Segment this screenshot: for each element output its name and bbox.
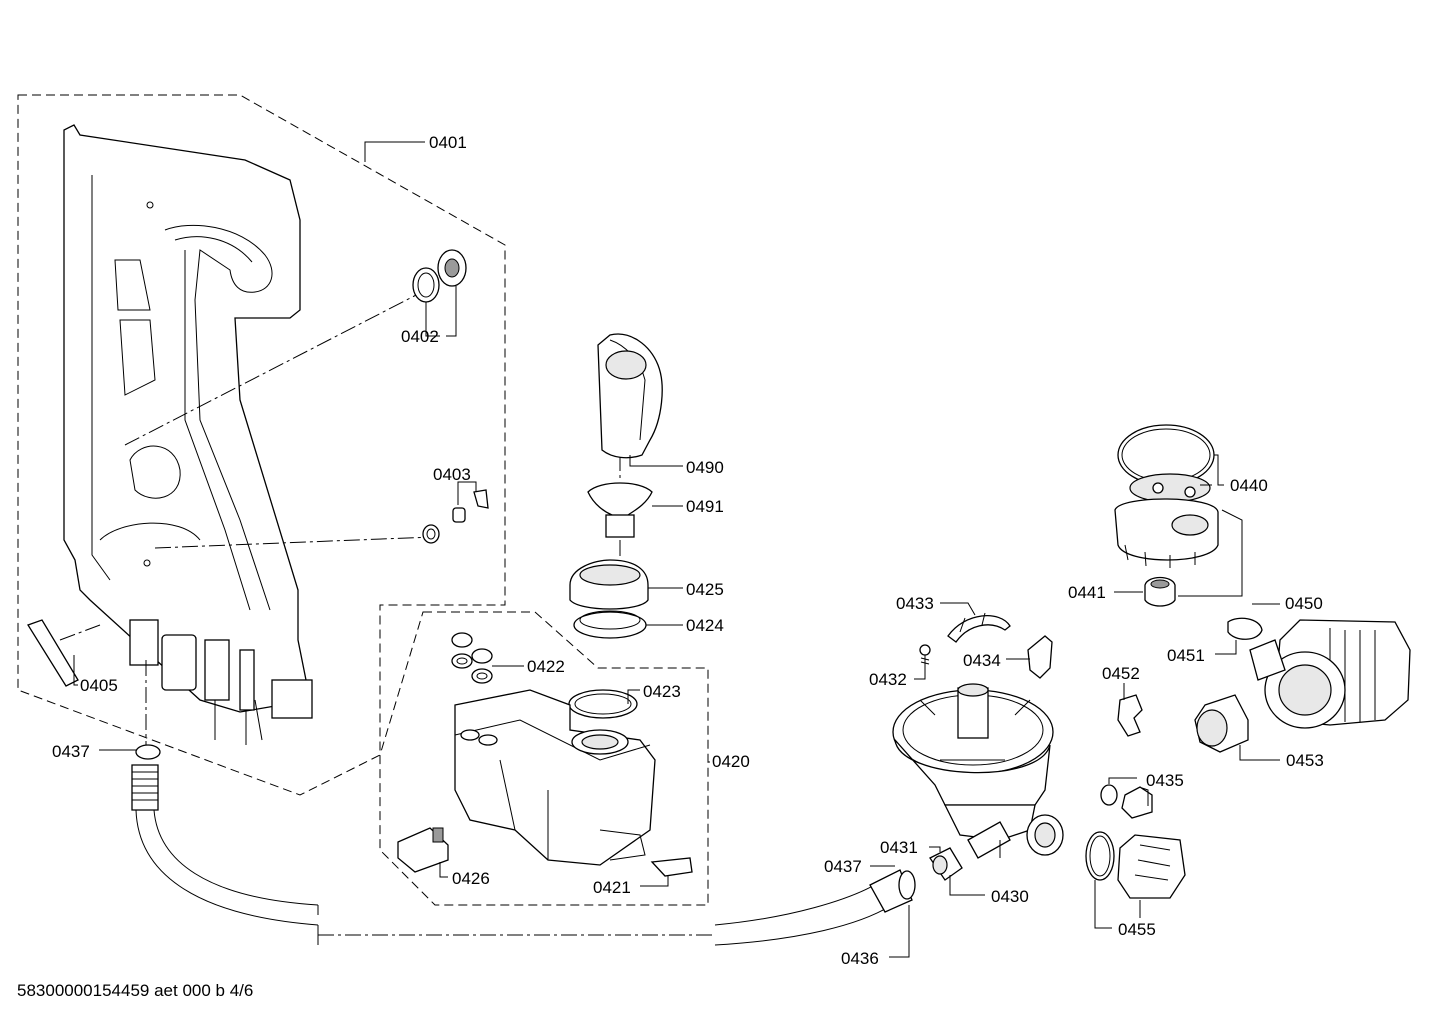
axis-line — [154, 536, 433, 549]
label-0451: 0451 — [1167, 646, 1205, 665]
label-0452: 0452 — [1102, 664, 1140, 683]
drain-hose-part — [131, 744, 319, 945]
label-0430: 0430 — [991, 887, 1029, 906]
label-0455: 0455 — [1118, 920, 1156, 939]
side-panel-part — [63, 124, 313, 745]
label-0420: 0420 — [712, 752, 750, 771]
heat-pump-top-part — [1114, 424, 1219, 568]
o-ring-part — [1100, 784, 1118, 806]
seal-set-part — [451, 632, 493, 684]
grommet-part — [422, 524, 440, 544]
bracket-part — [27, 619, 79, 687]
seal-ring-part — [1085, 831, 1115, 881]
pressure-sensor-part — [1121, 786, 1153, 819]
label-0401: 0401 — [429, 133, 467, 152]
label-0421: 0421 — [593, 878, 631, 897]
label-0437-left: 0437 — [52, 742, 90, 761]
label-0431: 0431 — [880, 838, 918, 857]
label-0491: 0491 — [686, 497, 724, 516]
water-softener-assembly-boundary — [379, 611, 709, 906]
label-0403: 0403 — [433, 465, 471, 484]
label-0441: 0441 — [1068, 583, 1106, 602]
plug-part — [452, 507, 466, 523]
label-0405: 0405 — [80, 676, 118, 695]
label-0436: 0436 — [841, 949, 879, 968]
clip-part — [650, 857, 693, 877]
label-0425: 0425 — [686, 580, 724, 599]
axis-line — [59, 624, 101, 641]
drain-hose-right-part — [714, 869, 916, 946]
water-softener-part — [454, 689, 656, 866]
drain-pump-part — [1117, 834, 1186, 899]
label-0490: 0490 — [686, 458, 724, 477]
label-0432: 0432 — [869, 670, 907, 689]
clamp-part — [1227, 617, 1263, 640]
label-0453: 0453 — [1286, 751, 1324, 770]
label-0434: 0434 — [963, 651, 1001, 670]
label-0402: 0402 — [401, 327, 439, 346]
side-panel-assembly-boundary — [17, 94, 506, 796]
bracket-part — [1117, 694, 1143, 737]
cover-clip-part — [947, 615, 1011, 643]
label-0423: 0423 — [643, 682, 681, 701]
label-0450: 0450 — [1285, 594, 1323, 613]
leader-lines — [73, 141, 1280, 958]
label-0437-right: 0437 — [824, 857, 862, 876]
label-0426: 0426 — [452, 869, 490, 888]
label-0424: 0424 — [686, 616, 724, 635]
label-0435: 0435 — [1146, 771, 1184, 790]
screw-part — [919, 644, 931, 668]
label-0433: 0433 — [896, 594, 934, 613]
pump-sump-part — [892, 683, 1064, 859]
lever-part — [1027, 635, 1053, 679]
clip-part — [473, 489, 489, 509]
axis-line — [124, 291, 423, 446]
label-0440: 0440 — [1230, 476, 1268, 495]
label-0422: 0422 — [527, 657, 565, 676]
cone-seal-part — [587, 482, 653, 536]
heat-pump-part — [1249, 619, 1411, 729]
drawing-reference-footer: 58300000154459 aet 000 b 4/6 — [17, 981, 254, 1000]
